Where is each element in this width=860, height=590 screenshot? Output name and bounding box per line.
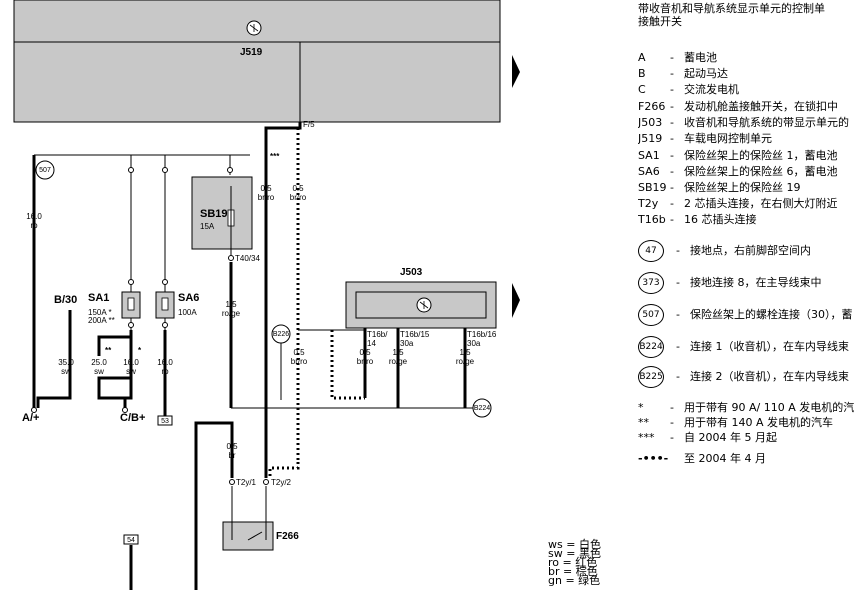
j503-label: J503: [400, 267, 423, 278]
color-code-row: gn = 绿色: [548, 574, 601, 587]
fuse-sb19: [191, 176, 253, 250]
sb19-label: SB19: [200, 208, 228, 220]
color-code-row: br = 棕色: [548, 565, 598, 578]
legend-title: 带收音机和导航系统显示单元的控制单 接触开关: [638, 2, 825, 28]
legend-item: SA1-保险丝架上的保险丝 1，蓄电池: [638, 149, 838, 162]
single-star: *: [138, 346, 142, 355]
b30-label: B/30: [54, 294, 78, 306]
color-code-row: ws = 白色: [548, 538, 601, 551]
legend-note: -•••-至 2004 年 4 月: [638, 452, 766, 465]
box-53-label: 53: [161, 418, 169, 425]
sa6-label: SA6: [178, 292, 200, 304]
color-code-row: ro = 红色: [548, 556, 598, 569]
j519-box: [13, 41, 501, 123]
continue-arrow-icon: [512, 283, 520, 318]
sa1-rating2: 200A **: [88, 316, 115, 325]
legend-item: F266-发动机舱盖接触开关，在锁扣中: [638, 100, 838, 113]
legend-item: J519-车载电网控制单元: [638, 132, 772, 145]
box-54-label: 54: [127, 537, 135, 544]
legend-item: T2y-2 芯插头连接，在右侧大灯附近: [638, 197, 838, 210]
legend-note: ***-自 2004 年 5 月起: [638, 431, 777, 444]
double-star: **: [105, 346, 112, 355]
legend-item: B-起动马达: [638, 67, 728, 80]
c-bplus-label: C/B+: [120, 412, 146, 424]
a-plus-label: A/+: [22, 412, 40, 424]
legend-item: J503-收音机和导航系统的带显示单元的: [638, 116, 849, 129]
connector-507-label: 507: [39, 167, 51, 174]
box-54: [123, 534, 139, 545]
triple-star: ***: [270, 152, 280, 161]
legend-note: **-用于带有 140 A 发电机的汽车: [638, 416, 834, 429]
legend-circle-item: 373-接地连接 8，在主导线束中: [638, 272, 822, 294]
legend-circle-item: B225-连接 2（收音机），在车内导线束: [638, 366, 849, 388]
legend-circle-item: B224-连接 1（收音机），在车内导线束: [638, 336, 849, 358]
sa1-rating1: 150A *: [88, 308, 112, 317]
sa6-rating: 100A: [178, 308, 197, 317]
legend-item: SB19-保险丝架上的保险丝 19: [638, 181, 801, 194]
pin-t16b-14: T16b/14: [367, 330, 388, 348]
connector-b224-label: B224: [473, 405, 491, 412]
sa1-label: SA1: [88, 292, 110, 304]
color-code-row: sw = 黑色: [548, 547, 601, 560]
legend-note: *-用于带有 90 A/ 110 A 发电机的汽: [638, 401, 855, 414]
connector-507: [35, 160, 55, 180]
continue-arrow-icon: [512, 55, 520, 88]
legend-panel: 带收音机和导航系统显示单元的控制单 接触开关 A-蓄电池 B-起动马达 C-交流…: [638, 0, 860, 590]
legend-item: SA6-保险丝架上的保险丝 6，蓄电池: [638, 165, 838, 178]
j519-label: J519: [240, 47, 263, 58]
legend-item: C-交流发电机: [638, 83, 739, 96]
legend-circle-item: 47-接地点，右前脚部空间内: [638, 240, 811, 262]
pin-t2y-2: T2y/2: [271, 478, 292, 487]
color-code-list: ws = 白色 sw = 黑色 ro = 红色 br = 棕色 gn = 绿色: [548, 538, 601, 587]
f266-label: F266: [276, 531, 299, 542]
pin-f5: F/5: [303, 120, 315, 129]
legend-item: A-蓄电池: [638, 51, 717, 64]
box-53: [157, 415, 173, 426]
legend-circle-item: 507-保险丝架上的螺栓连接（30），蓄: [638, 304, 853, 326]
pin-t2y-1: T2y/1: [236, 478, 257, 487]
j519-top-band: [13, 0, 501, 43]
connector-b224: [472, 398, 492, 418]
sb19-rating: 15A: [200, 222, 215, 231]
connector-b226-label: B226: [272, 331, 290, 338]
legend-item: T16b-16 芯插头连接: [638, 213, 757, 226]
switch-f266: [222, 521, 274, 551]
pin-t40-34: T40/34: [235, 254, 260, 263]
